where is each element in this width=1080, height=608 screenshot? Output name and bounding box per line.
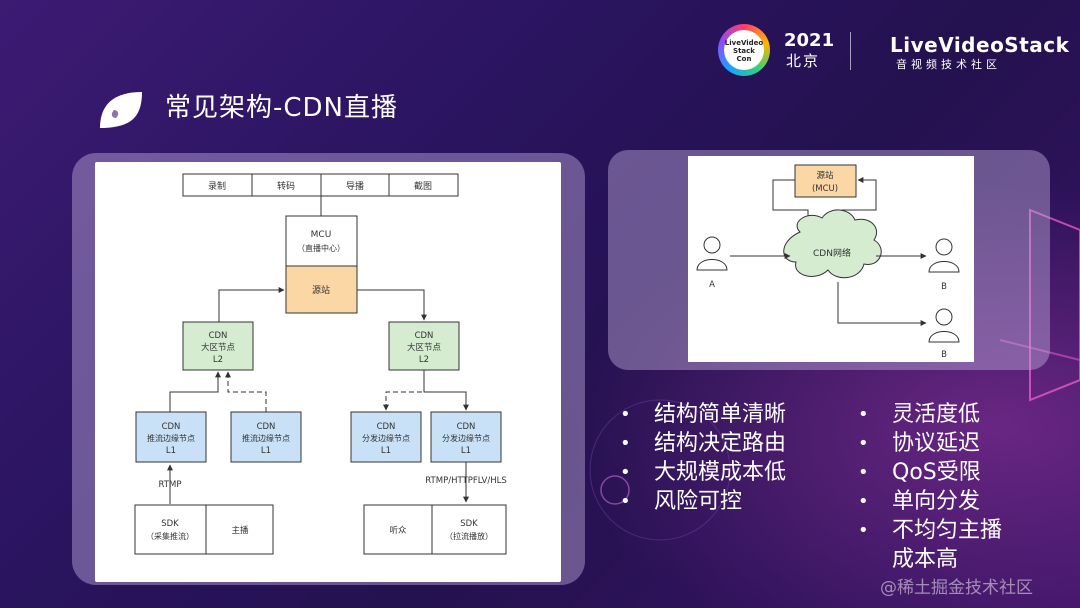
- svg-text:CDN: CDN: [162, 422, 181, 432]
- list-item: 结构简单清晰: [620, 400, 860, 429]
- event-year: 2021: [784, 30, 835, 51]
- source-node: 源站: [285, 265, 358, 314]
- watermark: @稀土掘金技术社区: [880, 578, 1033, 598]
- list-item: 协议延迟: [858, 429, 1018, 458]
- user-b2-icon: [928, 308, 960, 343]
- publisher-group: SDK （采集推流） 主播: [134, 504, 274, 555]
- user-a-icon: [696, 236, 728, 271]
- svg-text:SDK: SDK: [460, 519, 478, 529]
- svg-text:SDK: SDK: [161, 519, 179, 529]
- service-director: 导播: [346, 180, 364, 192]
- svg-text:L1: L1: [166, 446, 176, 456]
- source-mcu-node: 源站 (MCU): [794, 164, 857, 198]
- service-screenshot: 截图: [414, 180, 432, 192]
- service-record: 录制: [208, 180, 226, 192]
- svg-text:大区节点: 大区节点: [201, 342, 236, 353]
- pull-protocols-label: RTMP/HTTPFLV/HLS: [425, 476, 506, 486]
- svg-text:分发边缘节点: 分发边缘节点: [362, 433, 410, 443]
- service-transcode: 转码: [277, 180, 295, 192]
- cdn-l2-right-node: CDN 大区节点 L2: [388, 321, 460, 371]
- svg-text:(MCU): (MCU): [812, 184, 838, 194]
- svg-text:L2: L2: [419, 355, 429, 365]
- brand-subtitle: 音视频技术社区: [896, 58, 1001, 71]
- list-item: 灵活度低: [858, 400, 1018, 429]
- svg-text:L2: L2: [213, 355, 223, 365]
- list-item: 结构决定路由: [620, 429, 860, 458]
- cdn-l2-left-node: CDN 大区节点 L2: [182, 321, 254, 371]
- event-city: 北京: [786, 52, 821, 70]
- push-edge-node-b: CDN 推流边缘节点 L1: [230, 411, 302, 463]
- list-item: 单向分发: [858, 487, 1018, 516]
- svg-text:L1: L1: [381, 446, 391, 456]
- svg-text:（采集推流）: （采集推流）: [146, 531, 194, 541]
- disadvantages-list: 灵活度低 协议延迟 QoS受限 单向分发 不均匀主播成本高: [858, 400, 1018, 574]
- distribution-edge-node-a: CDN 分发边缘节点 L1: [350, 411, 422, 463]
- list-item: 风险可控: [620, 487, 860, 516]
- mcu-node: MCU （直播中心）: [285, 215, 358, 267]
- svg-text:CDN: CDN: [415, 331, 434, 341]
- svg-text:CDN: CDN: [457, 422, 476, 432]
- rtmp-protocol-label: RTMP: [159, 480, 182, 490]
- advantages-list: 结构简单清晰 结构决定路由 大规模成本低 风险可控: [620, 400, 860, 516]
- title-leaf-icon: [100, 92, 142, 128]
- mcu-sublabel: （直播中心）: [297, 243, 345, 253]
- viewer-group: 听众 SDK （拉流播放）: [363, 504, 507, 555]
- brand-name: LiveVideoStack: [890, 33, 1070, 57]
- listener-label: 听众: [389, 526, 407, 536]
- svg-text:源站: 源站: [816, 170, 834, 181]
- svg-text:L1: L1: [461, 446, 471, 456]
- top-services-row: 录制 转码 导播 截图: [182, 173, 459, 197]
- list-item: 大规模成本低: [620, 458, 860, 487]
- cdn-cloud: [783, 209, 882, 279]
- svg-text:大区节点: 大区节点: [407, 342, 442, 353]
- list-item: 不均匀主播成本高: [858, 516, 1018, 574]
- user-b2-label: B: [941, 350, 947, 360]
- conference-logo-text: LiveVideo Stack Con: [724, 30, 764, 70]
- conference-logo: LiveVideo Stack Con: [718, 24, 770, 76]
- svg-text:推流边缘节点: 推流边缘节点: [147, 433, 195, 443]
- cloud-label: CDN网络: [813, 247, 851, 259]
- user-b1-label: B: [941, 282, 947, 292]
- header-divider: [850, 32, 851, 70]
- svg-text:L1: L1: [261, 446, 271, 456]
- svg-text:CDN: CDN: [209, 331, 228, 341]
- source-label: 源站: [312, 284, 330, 296]
- page-title: 常见架构-CDN直播: [165, 93, 399, 123]
- user-b1-icon: [928, 238, 960, 273]
- push-edge-node-a: CDN 推流边缘节点 L1: [135, 411, 207, 463]
- anchor-label: 主播: [231, 525, 249, 536]
- user-a-label: A: [709, 280, 715, 290]
- svg-text:CDN: CDN: [377, 422, 396, 432]
- svg-text:分发边缘节点: 分发边缘节点: [442, 433, 490, 443]
- list-item: QoS受限: [858, 458, 1018, 487]
- mcu-label: MCU: [311, 230, 332, 240]
- svg-text:（拉流播放）: （拉流播放）: [445, 531, 493, 541]
- svg-text:CDN: CDN: [257, 422, 276, 432]
- svg-text:推流边缘节点: 推流边缘节点: [242, 433, 290, 443]
- distribution-edge-node-b: CDN 分发边缘节点 L1: [430, 411, 502, 463]
